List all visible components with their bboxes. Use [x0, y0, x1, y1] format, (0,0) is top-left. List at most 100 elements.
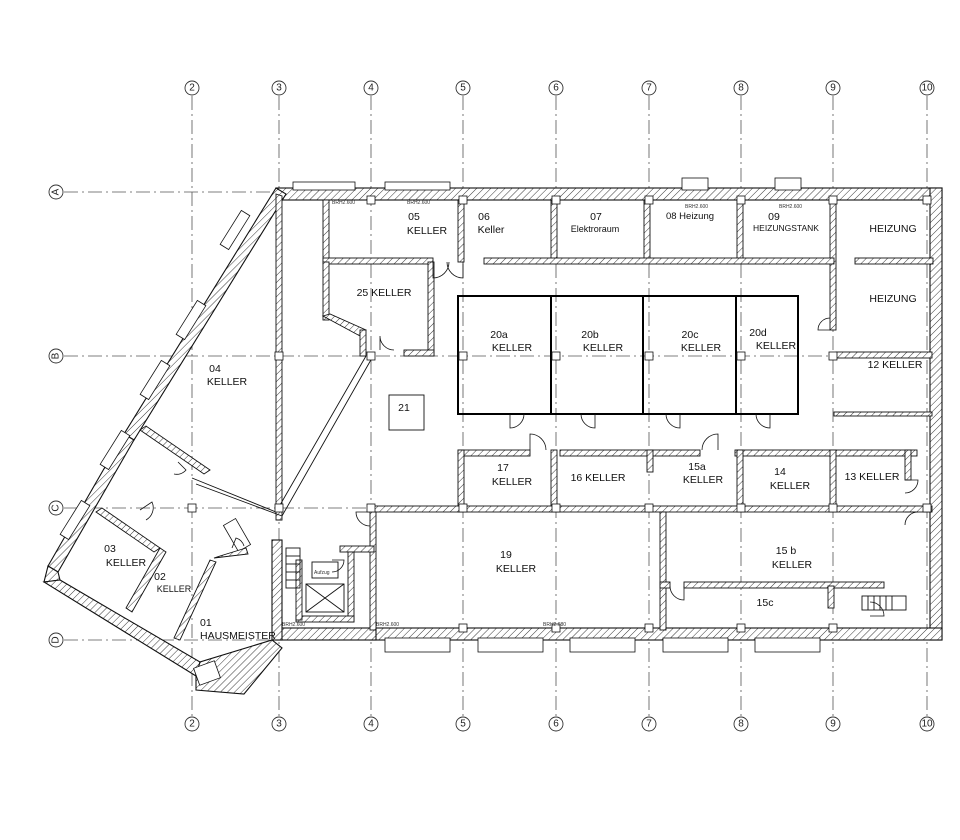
svg-text:BRH2.600: BRH2.600: [376, 622, 399, 628]
column: [922, 503, 932, 513]
room-heizung-1-label: HEIZUNG: [869, 223, 916, 235]
grid-label-D: D: [51, 636, 62, 643]
svg-text:BRH2.600: BRH2.600: [332, 200, 355, 206]
grid-label-3: 3: [276, 83, 282, 94]
grid-label-6: 6: [553, 719, 559, 730]
svg-text:BRH2.600: BRH2.600: [779, 204, 802, 210]
storage-block-20: [457, 295, 799, 415]
grid-bubble-4: 4: [363, 80, 379, 96]
grid-label-4: 4: [368, 719, 374, 730]
svg-text:BRH2.600: BRH2.600: [685, 204, 708, 210]
grid-label-B: B: [51, 352, 62, 359]
room-13-label: 13 KELLER: [845, 471, 900, 483]
column: [551, 503, 561, 513]
grid-label-C: C: [51, 504, 62, 511]
grid-bubble-10: 10: [919, 716, 935, 732]
column: [458, 195, 468, 205]
column: [922, 195, 932, 205]
grid-bubble-10: 10: [919, 80, 935, 96]
grid-label-9: 9: [830, 83, 836, 94]
grid-bubble-3: 3: [271, 80, 287, 96]
column: [828, 503, 838, 513]
room-21-box: [388, 394, 425, 431]
column: [551, 623, 561, 633]
grid-label-4: 4: [368, 83, 374, 94]
room-25-label: 25 KELLER: [357, 287, 412, 299]
grid-label-5: 5: [460, 83, 466, 94]
grid-bubble-9: 9: [825, 80, 841, 96]
column: [644, 623, 654, 633]
room-16-label: 16 KELLER: [571, 472, 626, 484]
grid-rows: A B C D: [48, 184, 930, 648]
column: [736, 195, 746, 205]
room-heizung-2-label: HEIZUNG: [869, 293, 916, 305]
grid-bubble-3: 3: [271, 716, 287, 732]
svg-text:BRH2.680: BRH2.680: [543, 622, 566, 628]
sill-height-notes: BRH2.600 BRH2.600 BRH2.600 BRH2.600 BRH2…: [282, 200, 802, 628]
grid-bubble-5: 5: [455, 716, 471, 732]
column: [366, 195, 376, 205]
grid-bubble-B: B: [48, 348, 64, 364]
column: [551, 195, 561, 205]
column: [644, 351, 654, 361]
room-08-label: 08 Heizung: [666, 211, 714, 222]
grid-label-6: 6: [553, 83, 559, 94]
column: [828, 351, 838, 361]
column: [458, 503, 468, 513]
column: [366, 351, 376, 361]
svg-text:Aufzug: Aufzug: [314, 570, 330, 576]
column: [274, 503, 284, 513]
grid-label-7: 7: [646, 719, 652, 730]
grid-bubble-D: D: [48, 632, 64, 648]
exterior-walls: [42, 187, 943, 695]
grid-bubble-2: 2: [184, 716, 200, 732]
room-12-label: 12 KELLER: [868, 359, 923, 371]
grid-label-A: A: [51, 188, 62, 195]
column: [274, 351, 284, 361]
grid-bubble-5: 5: [455, 80, 471, 96]
column: [736, 623, 746, 633]
svg-text:BRH2.600: BRH2.600: [407, 200, 430, 206]
grid-bubble-8: 8: [733, 716, 749, 732]
column: [366, 503, 376, 513]
grid-bubble-8: 8: [733, 80, 749, 96]
column: [458, 351, 468, 361]
svg-text:BRH2.600: BRH2.600: [282, 622, 305, 628]
grid-label-5: 5: [460, 719, 466, 730]
grid-label-9: 9: [830, 719, 836, 730]
structural-columns: [187, 195, 932, 633]
grid-label-2: 2: [189, 719, 195, 730]
column: [828, 623, 838, 633]
grid-label-2: 2: [189, 83, 195, 94]
grid-bubble-7: 7: [641, 80, 657, 96]
grid-bubble-9: 9: [825, 716, 841, 732]
room-15c-label: 15c: [757, 597, 774, 609]
stair-lift-core: [285, 547, 907, 613]
grid-bubble-6: 6: [548, 80, 564, 96]
grid-bubble-6: 6: [548, 716, 564, 732]
grid-bubble-2: 2: [184, 80, 200, 96]
grid-label-8: 8: [738, 83, 744, 94]
column: [736, 503, 746, 513]
column: [644, 195, 654, 205]
grid-bubble-4: 4: [363, 716, 379, 732]
